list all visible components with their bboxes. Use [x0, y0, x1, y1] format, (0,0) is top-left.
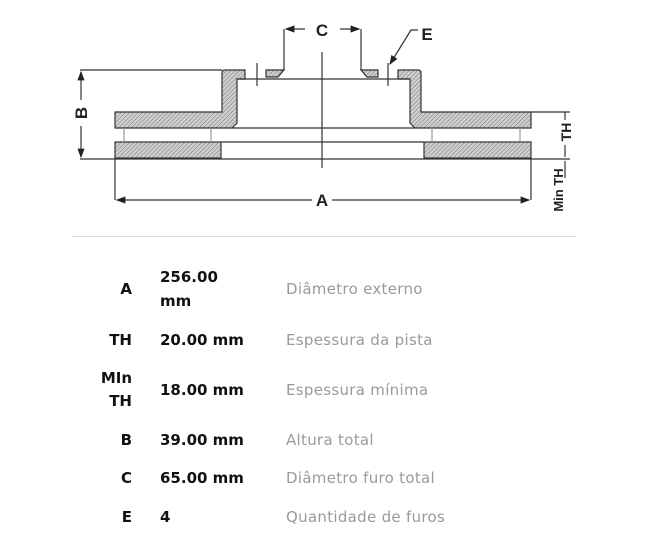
- dim-label-e: E: [421, 25, 432, 44]
- dim-label-a: A: [316, 191, 328, 210]
- disc-bottom-plate-right: [423, 141, 532, 159]
- brake-disc-diagram: C E A B TH Min TH: [72, 21, 574, 212]
- spec-row-min-th: MIn TH 18.00 mm Espessura mínima: [0, 367, 650, 413]
- dim-label-th: TH: [558, 123, 574, 142]
- spec-value: 20.00 mm: [160, 331, 244, 349]
- spec-key: C: [120, 468, 132, 487]
- spec-description: Espessura mínima: [286, 381, 429, 399]
- spec-key: E: [121, 507, 132, 526]
- spec-description: Quantidade de furos: [286, 508, 446, 526]
- spec-value: 256.00 mm: [160, 268, 218, 310]
- spec-value: 4: [160, 508, 171, 526]
- spec-key: A: [120, 279, 132, 298]
- spec-value: 18.00 mm: [160, 381, 244, 399]
- spec-row-e: E 4 Quantidade de furos: [0, 505, 650, 529]
- divider: [72, 236, 576, 237]
- spec-description: Diâmetro furo total: [286, 469, 435, 487]
- spec-key: B: [120, 430, 132, 449]
- hub-flange-left: [265, 69, 286, 78]
- spec-description: Altura total: [286, 431, 374, 449]
- spec-row-a: A 256.00 mm Diâmetro externo: [0, 266, 650, 312]
- dim-label-c: C: [316, 21, 328, 40]
- spec-value: 65.00 mm: [160, 469, 244, 487]
- spec-row-b: B 39.00 mm Altura total: [0, 428, 650, 452]
- spec-row-c: C 65.00 mm Diâmetro furo total: [0, 466, 650, 490]
- spec-row-th: TH 20.00 mm Espessura da pista: [0, 328, 650, 352]
- disc-hat-section-left: [114, 69, 246, 129]
- spec-description: Diâmetro externo: [286, 280, 423, 298]
- disc-bottom-plate-left: [114, 141, 222, 159]
- disc-hat-section-right: [397, 69, 532, 129]
- spec-key: MIn TH: [100, 369, 132, 410]
- dim-label-b: B: [72, 107, 91, 119]
- spec-value: 39.00 mm: [160, 431, 244, 449]
- hub-flange-right: [359, 69, 379, 78]
- spec-key: TH: [109, 330, 132, 349]
- spec-description: Espessura da pista: [286, 331, 433, 349]
- dim-label-min-th: Min TH: [551, 168, 566, 211]
